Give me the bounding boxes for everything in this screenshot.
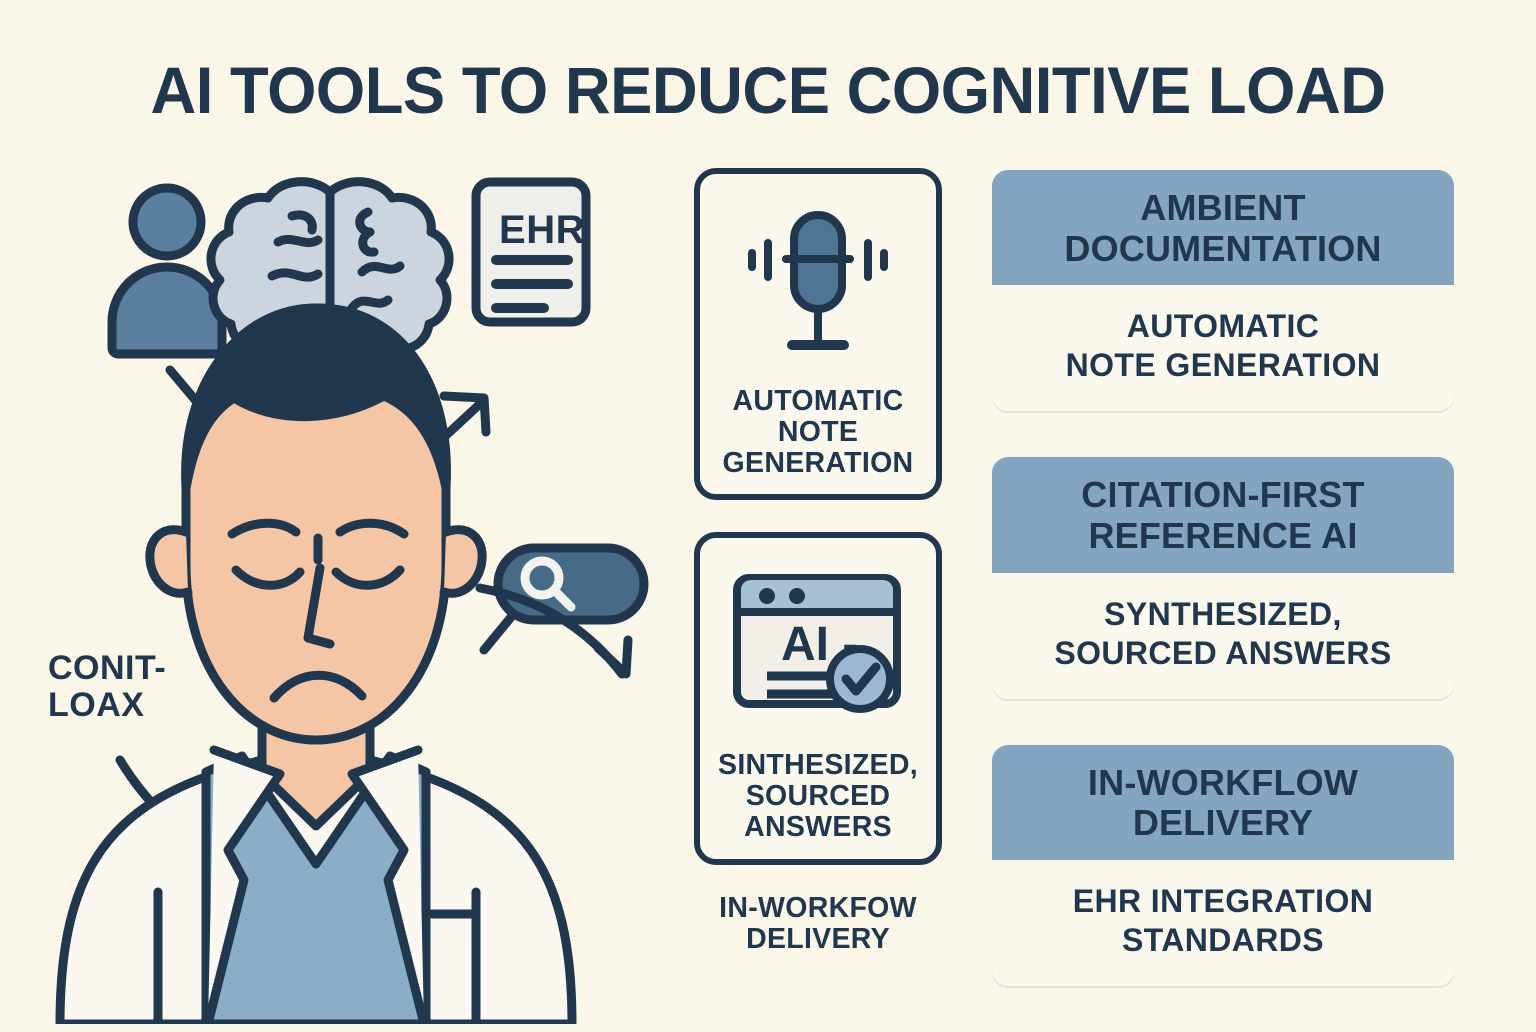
middle-cards-column: AUTOMATIC NOTE GENERATION AI - [694,168,946,955]
doctor-illustration: CONIT- LOAX [0,150,680,1024]
arrow-out-right [475,583,633,679]
card-2-caption-line2: SOURCED [745,780,891,813]
cognitive-load-label-line2: LOAX [48,685,145,724]
card-1-caption-line3: GENERATION [722,446,914,479]
microphone-icon [710,192,926,382]
panel-3-body: EHR INTEGRATION STANDARDS [992,860,1454,987]
panel-3-header-line2: DELIVERY [1132,802,1314,844]
card-2-wrapper: AI - SINTHESIZED, SOURCED ANSWERS [694,532,946,865]
panel-2-header: CITATION-FIRST REFERENCE AI [992,457,1454,573]
ehr-document-label: EHR [499,208,585,252]
panel-2-header-line2: REFERENCE AI [1088,515,1358,557]
page-title: AI TOOLS TO REDUCE COGNITIVE LOAD [150,53,1386,127]
panel-1-header-line1: AMBIENT [1140,187,1306,228]
ai-browser-check-icon: AI - [710,556,926,746]
panel-3-body-line1: EHR INTEGRATION [1072,883,1374,920]
panel-1-body-line1: AUTOMATIC [1126,308,1320,345]
ehr-document-icon [471,177,591,327]
card-3-caption-line2: DELIVERY [746,922,890,955]
panel-ambient-documentation[interactable]: AMBIENT DOCUMENTATION AUTOMATIC NOTE GEN… [992,170,1454,412]
card-1-caption-line2: NOTE [777,415,859,448]
card-automatic-note-generation[interactable]: AUTOMATIC NOTE GENERATION [694,168,942,501]
panel-1-body-line2: NOTE GENERATION [1065,347,1381,384]
panel-in-workflow-delivery[interactable]: IN-WORKFLOW DELIVERY EHR INTEGRATION STA… [992,744,1454,987]
person-icon [107,183,227,359]
panel-2-body-line2: SOURCED ANSWERS [1054,634,1392,671]
card-synthesized-sourced-answers[interactable]: AI - SINTHESIZED, SOURCED ANSWERS [694,532,942,865]
panel-1-header: AMBIENT DOCUMENTATION [992,170,1454,286]
doctor-figure [55,303,577,1024]
right-panels-column: AMBIENT DOCUMENTATION AUTOMATIC NOTE GEN… [992,170,1454,1032]
panel-3-header: IN-WORKFLOW DELIVERY [992,744,1454,861]
card-in-workflow-delivery: IN-WORKFOW DELIVERY [694,891,942,956]
card-2-caption: SINTHESIZED, SOURCED ANSWERS [710,750,926,842]
card-3-caption-line1: IN-WORKFOW [719,891,917,924]
panel-2-body: SYNTHESIZED, SOURCED ANSWERS [992,572,1454,699]
panel-3-header-line1: IN-WORKFLOW [1087,761,1359,803]
panel-2-header-line1: CITATION-FIRST [1081,474,1365,516]
panel-1-header-line2: DOCUMENTATION [1064,227,1382,269]
panel-1-body: AUTOMATIC NOTE GENERATION [992,285,1454,412]
card-1-caption-line1: AUTOMATIC [732,385,904,417]
panel-3-body-line2: STANDARDS [1121,922,1325,959]
card-1-caption: AUTOMATIC NOTE GENERATION [710,386,926,478]
card-2-caption-line1: SINTHESIZED, [718,749,918,782]
cognitive-load-label-line1: CONIT- [48,649,167,687]
panel-2-body-line1: SYNTHESIZED, [1104,595,1342,632]
cognitive-load-label: CONIT- LOAX [48,650,248,723]
card-2-caption-line3: ANSWERS [744,810,892,843]
panel-citation-first-reference-ai[interactable]: CITATION-FIRST REFERENCE AI SYNTHESIZED,… [992,457,1454,699]
